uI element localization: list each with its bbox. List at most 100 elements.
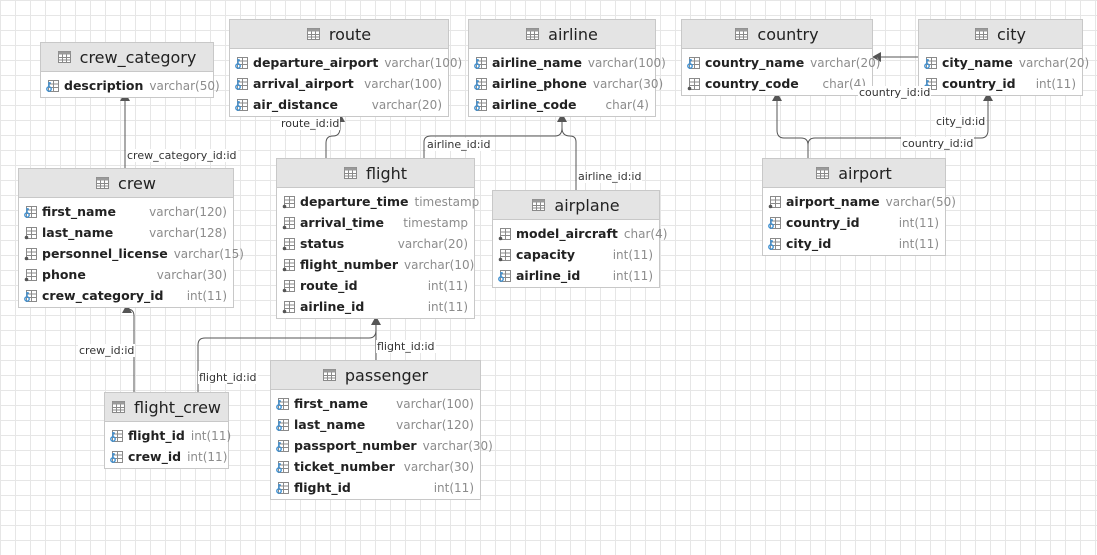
key-column-icon: [474, 98, 488, 112]
key-column-icon: [276, 439, 290, 453]
column-name: airport_name: [786, 194, 880, 209]
relation-line-airport-to-city[interactable]: [807, 92, 993, 146]
passenger-title: passenger: [344, 365, 429, 385]
relation-line-airplane-to-airline[interactable]: [561, 127, 577, 190]
column-name: passport_number: [294, 438, 417, 453]
key-column-icon: [276, 460, 290, 474]
column-row[interactable]: airline_phone varchar(30): [469, 73, 663, 94]
crew-header[interactable]: crew: [19, 169, 233, 198]
column-row[interactable]: airline_name varchar(100): [469, 52, 666, 73]
country-header[interactable]: country: [682, 20, 872, 49]
key-column-icon: [276, 418, 290, 432]
table-route[interactable]: route departure_airport varchar(100) arriva…: [229, 19, 462, 117]
relation-line-airport-to-country[interactable]: [772, 92, 809, 158]
flight-crew-header[interactable]: flight_crew: [105, 393, 228, 422]
route-title: route: [328, 24, 372, 44]
route-header[interactable]: route: [230, 20, 448, 49]
relation-line-flight-to-airline[interactable]: [423, 113, 567, 158]
crew-category-header[interactable]: crew_category: [41, 43, 213, 72]
column-type: int(11): [427, 299, 468, 314]
column-name: status: [300, 236, 345, 251]
column-icon: [768, 195, 782, 209]
column-name: departure_airport: [253, 55, 379, 70]
airport-title: airport: [838, 163, 892, 183]
column-name: airline_phone: [492, 76, 587, 91]
flight-header[interactable]: flight: [277, 159, 474, 188]
relation-label-airport-to-city: city_id:id: [935, 115, 987, 128]
column-name: airline_name: [492, 55, 582, 70]
key-column-icon: [235, 98, 249, 112]
passenger-header[interactable]: passenger: [271, 361, 480, 390]
column-type: timestamp: [414, 194, 480, 209]
relation-label-airplane-to-airline: airline_id:id: [577, 170, 643, 183]
airport-header[interactable]: airport: [763, 159, 945, 188]
column-type: varchar(50): [149, 78, 220, 93]
flight-title: flight: [365, 163, 408, 183]
relation-line-flight-crew-to-crew[interactable]: [122, 304, 135, 392]
column-name: route_id: [300, 278, 358, 293]
key-column-icon: [46, 79, 60, 93]
key-column-icon: [24, 289, 38, 303]
column-name: flight_number: [300, 257, 399, 272]
column-type: varchar(100): [384, 55, 463, 70]
column-icon: [282, 216, 296, 230]
column-row[interactable]: departure_airport varchar(100): [230, 52, 462, 73]
key-column-icon: [110, 450, 124, 464]
column-type: varchar(30): [592, 76, 664, 91]
relation-line-flight-to-route[interactable]: [325, 113, 345, 158]
column-type: varchar(100): [587, 55, 666, 70]
city-header[interactable]: city: [919, 20, 1082, 49]
column-name: first_name: [42, 204, 116, 219]
column-type: varchar(20): [371, 97, 442, 112]
table-icon: [816, 167, 830, 179]
table-icon: [532, 199, 546, 211]
airplane-header[interactable]: airplane: [493, 191, 659, 220]
airline-header[interactable]: airline: [469, 20, 655, 49]
